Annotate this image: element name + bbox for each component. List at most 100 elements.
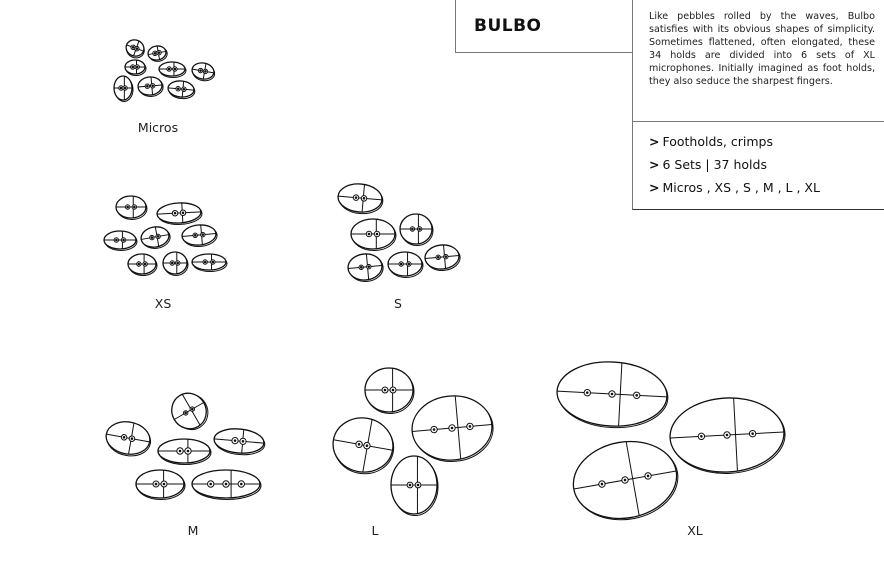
hold [140, 226, 171, 249]
hold [191, 62, 216, 82]
hold [399, 213, 434, 246]
screw-hole-icon [407, 262, 411, 266]
set-label-l: L [371, 523, 379, 538]
screw-hole-icon [115, 238, 118, 242]
screw-hole-icon [131, 46, 135, 49]
screw-hole-icon [432, 428, 436, 431]
hold [113, 75, 134, 102]
hold [181, 224, 218, 247]
screw-hole-icon [357, 443, 361, 446]
set-label-xs: XS [154, 296, 172, 311]
screw-hole-icon [167, 67, 171, 71]
product-title: BULBO [474, 16, 542, 36]
hold [158, 61, 187, 78]
screw-hole-icon [191, 407, 194, 411]
hold [115, 195, 148, 220]
screw-hole-icon [181, 211, 185, 215]
set-label-s: S [394, 296, 402, 311]
screw-hole-icon [635, 393, 639, 397]
screw-hole-icon [751, 432, 754, 435]
bullet-icon: > [649, 157, 660, 172]
screw-hole-icon [450, 426, 454, 430]
screw-hole-icon [224, 482, 228, 486]
screw-hole-icon [391, 388, 395, 392]
hold [390, 455, 439, 516]
product-description: Like pebbles rolled by the waves, Bulbo … [649, 11, 875, 87]
screw-hole-icon [153, 52, 157, 55]
screw-hole-icon [119, 86, 123, 90]
screw-hole-icon [610, 392, 614, 396]
screw-hole-icon [162, 482, 166, 486]
screw-hole-icon [408, 483, 412, 487]
hold [337, 183, 384, 215]
hold [162, 251, 189, 276]
hold [411, 395, 494, 462]
screw-hole-icon [240, 482, 243, 486]
screw-hole-icon [123, 86, 127, 90]
screw-hole-icon [241, 440, 245, 443]
hold-set-micros [113, 39, 216, 102]
screw-hole-icon [201, 233, 205, 236]
divider [633, 121, 884, 122]
screw-hole-icon [399, 262, 403, 266]
hold [387, 251, 424, 278]
feature-text: Footholds, crimps [662, 134, 773, 149]
hold-set-m [105, 392, 266, 500]
screw-hole-icon [171, 261, 174, 265]
screw-hole-icon [375, 232, 379, 236]
screw-hole-icon [203, 260, 207, 264]
hold [347, 253, 384, 282]
screw-hole-icon [154, 482, 158, 486]
screw-hole-icon [173, 67, 177, 71]
screw-hole-icon [444, 255, 448, 258]
screw-hole-icon [184, 411, 187, 415]
feature-item: >Micros , XS , S , M , L , XL [649, 180, 820, 195]
screw-hole-icon [135, 65, 139, 69]
screw-hole-icon [416, 483, 420, 487]
screw-hole-icon [418, 227, 421, 231]
hold-set-xs [103, 195, 228, 276]
screw-hole-icon [176, 261, 179, 265]
hold-set-xl [556, 361, 786, 521]
screw-hole-icon [151, 84, 154, 88]
hold [103, 230, 138, 251]
screw-hole-icon [193, 234, 197, 237]
screw-hole-icon [383, 388, 387, 392]
hold [171, 392, 209, 431]
hold [191, 253, 228, 272]
hold [572, 440, 679, 521]
screw-hole-icon [725, 433, 729, 437]
screw-hole-icon [130, 437, 134, 440]
screw-hole-icon [600, 482, 604, 486]
title-box: BULBO [455, 0, 632, 53]
screw-hole-icon [623, 478, 627, 482]
hold [167, 80, 196, 100]
screw-hole-icon [646, 474, 650, 478]
hold [156, 202, 203, 225]
screw-hole-icon [199, 69, 202, 72]
hold [556, 361, 669, 429]
set-label-m: M [187, 523, 199, 538]
feature-text: Micros , XS , S , M , L , XL [662, 180, 820, 195]
hold [137, 76, 164, 97]
screw-hole-icon [585, 391, 589, 395]
hold [127, 253, 158, 276]
screw-hole-icon [359, 266, 363, 269]
hold [424, 244, 461, 271]
screw-hole-icon [411, 227, 414, 231]
feature-item: >6 Sets | 37 holds [649, 157, 767, 172]
hold [157, 438, 212, 465]
bullet-icon: > [649, 180, 660, 195]
screw-hole-icon [367, 232, 371, 236]
hold [669, 397, 786, 475]
set-label-micros: Micros [137, 120, 179, 135]
screw-hole-icon [365, 444, 369, 447]
screw-hole-icon [209, 482, 212, 486]
hold [124, 59, 147, 76]
hold [105, 421, 152, 457]
screw-hole-icon [354, 196, 358, 199]
hold [147, 45, 168, 62]
hold [332, 417, 395, 475]
screw-hole-icon [133, 205, 136, 209]
